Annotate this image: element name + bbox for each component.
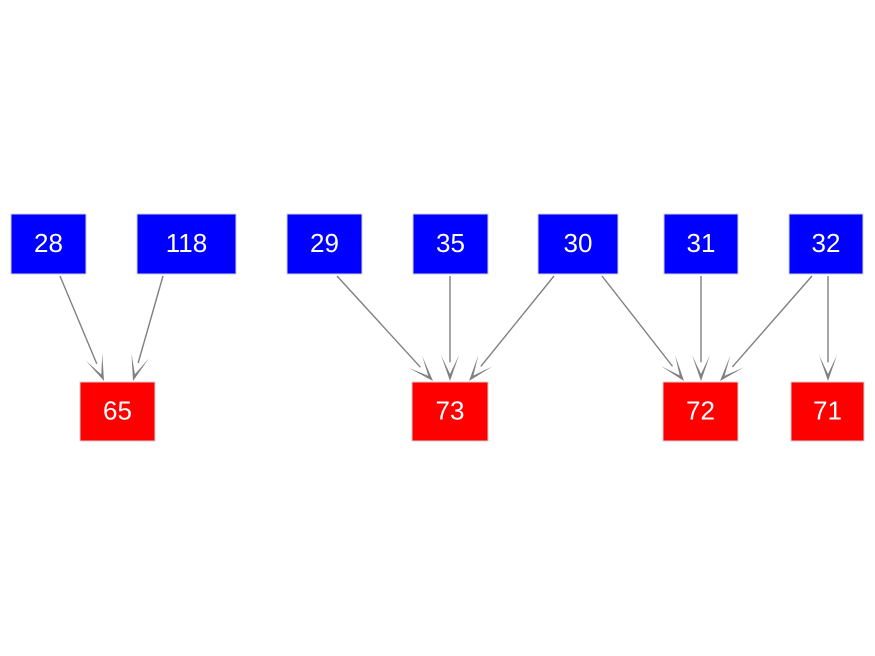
edge-arrowhead (660, 354, 684, 381)
node-box-118[interactable] (136, 213, 237, 275)
node-65[interactable]: 65 (79, 381, 156, 442)
node-30[interactable]: 30 (537, 213, 619, 275)
edge-arrowhead (819, 355, 837, 381)
edge-arrowhead (408, 355, 433, 381)
edge-line (731, 275, 813, 368)
node-box-73[interactable] (411, 381, 489, 442)
node-label-118: 118 (166, 228, 207, 258)
edge-n118-to-n65 (131, 275, 164, 381)
edge-arrowhead (85, 353, 104, 381)
node-box-71[interactable] (790, 381, 865, 442)
node-118[interactable]: 118 (136, 213, 237, 275)
edge-line (601, 275, 674, 367)
edge-line (480, 275, 555, 367)
node-label-35: 35 (436, 228, 465, 258)
node-72[interactable]: 72 (662, 381, 739, 442)
node-29[interactable]: 29 (286, 213, 363, 275)
edge-n30-to-n72 (601, 275, 684, 381)
node-71[interactable]: 71 (790, 381, 865, 442)
node-73[interactable]: 73 (411, 381, 489, 442)
edge-n32-to-n71 (819, 276, 837, 381)
edge-n35-to-n73 (441, 276, 459, 381)
node-box-30[interactable] (537, 213, 619, 275)
node-box-72[interactable] (662, 381, 739, 442)
node-label-72: 72 (686, 395, 715, 425)
node-label-32: 32 (812, 228, 841, 258)
edge-line (137, 275, 164, 364)
node-35[interactable]: 35 (412, 213, 489, 275)
node-label-29: 29 (310, 228, 339, 258)
edge-n32-to-n72 (720, 275, 813, 381)
node-32[interactable]: 32 (788, 213, 864, 275)
node-label-31: 31 (687, 228, 716, 258)
edge-line (59, 275, 98, 365)
node-label-65: 65 (103, 395, 132, 425)
edge-arrowhead (692, 355, 710, 381)
edge-n28-to-n65 (59, 275, 104, 381)
node-28[interactable]: 28 (10, 213, 87, 275)
node-box-32[interactable] (788, 213, 864, 275)
node-box-31[interactable] (663, 213, 739, 275)
node-label-73: 73 (436, 395, 465, 425)
node-31[interactable]: 31 (663, 213, 739, 275)
node-label-30: 30 (564, 228, 593, 258)
node-box-29[interactable] (286, 213, 363, 275)
edge-layer (59, 275, 837, 381)
edge-arrowhead (720, 355, 744, 381)
edge-arrowhead (469, 355, 493, 381)
node-layer: 28 118 29 35 30 31 32 65 73 72 71 (10, 213, 865, 442)
edge-arrowhead (131, 353, 149, 381)
node-label-28: 28 (34, 228, 63, 258)
edge-n29-to-n73 (336, 275, 433, 381)
node-box-28[interactable] (10, 213, 87, 275)
edge-line (336, 275, 421, 368)
node-box-35[interactable] (412, 213, 489, 275)
node-box-65[interactable] (79, 381, 156, 442)
edge-n30-to-n73 (469, 275, 555, 381)
node-label-71: 71 (813, 395, 842, 425)
edge-n31-to-n72 (692, 276, 710, 381)
edge-arrowhead (441, 355, 459, 381)
